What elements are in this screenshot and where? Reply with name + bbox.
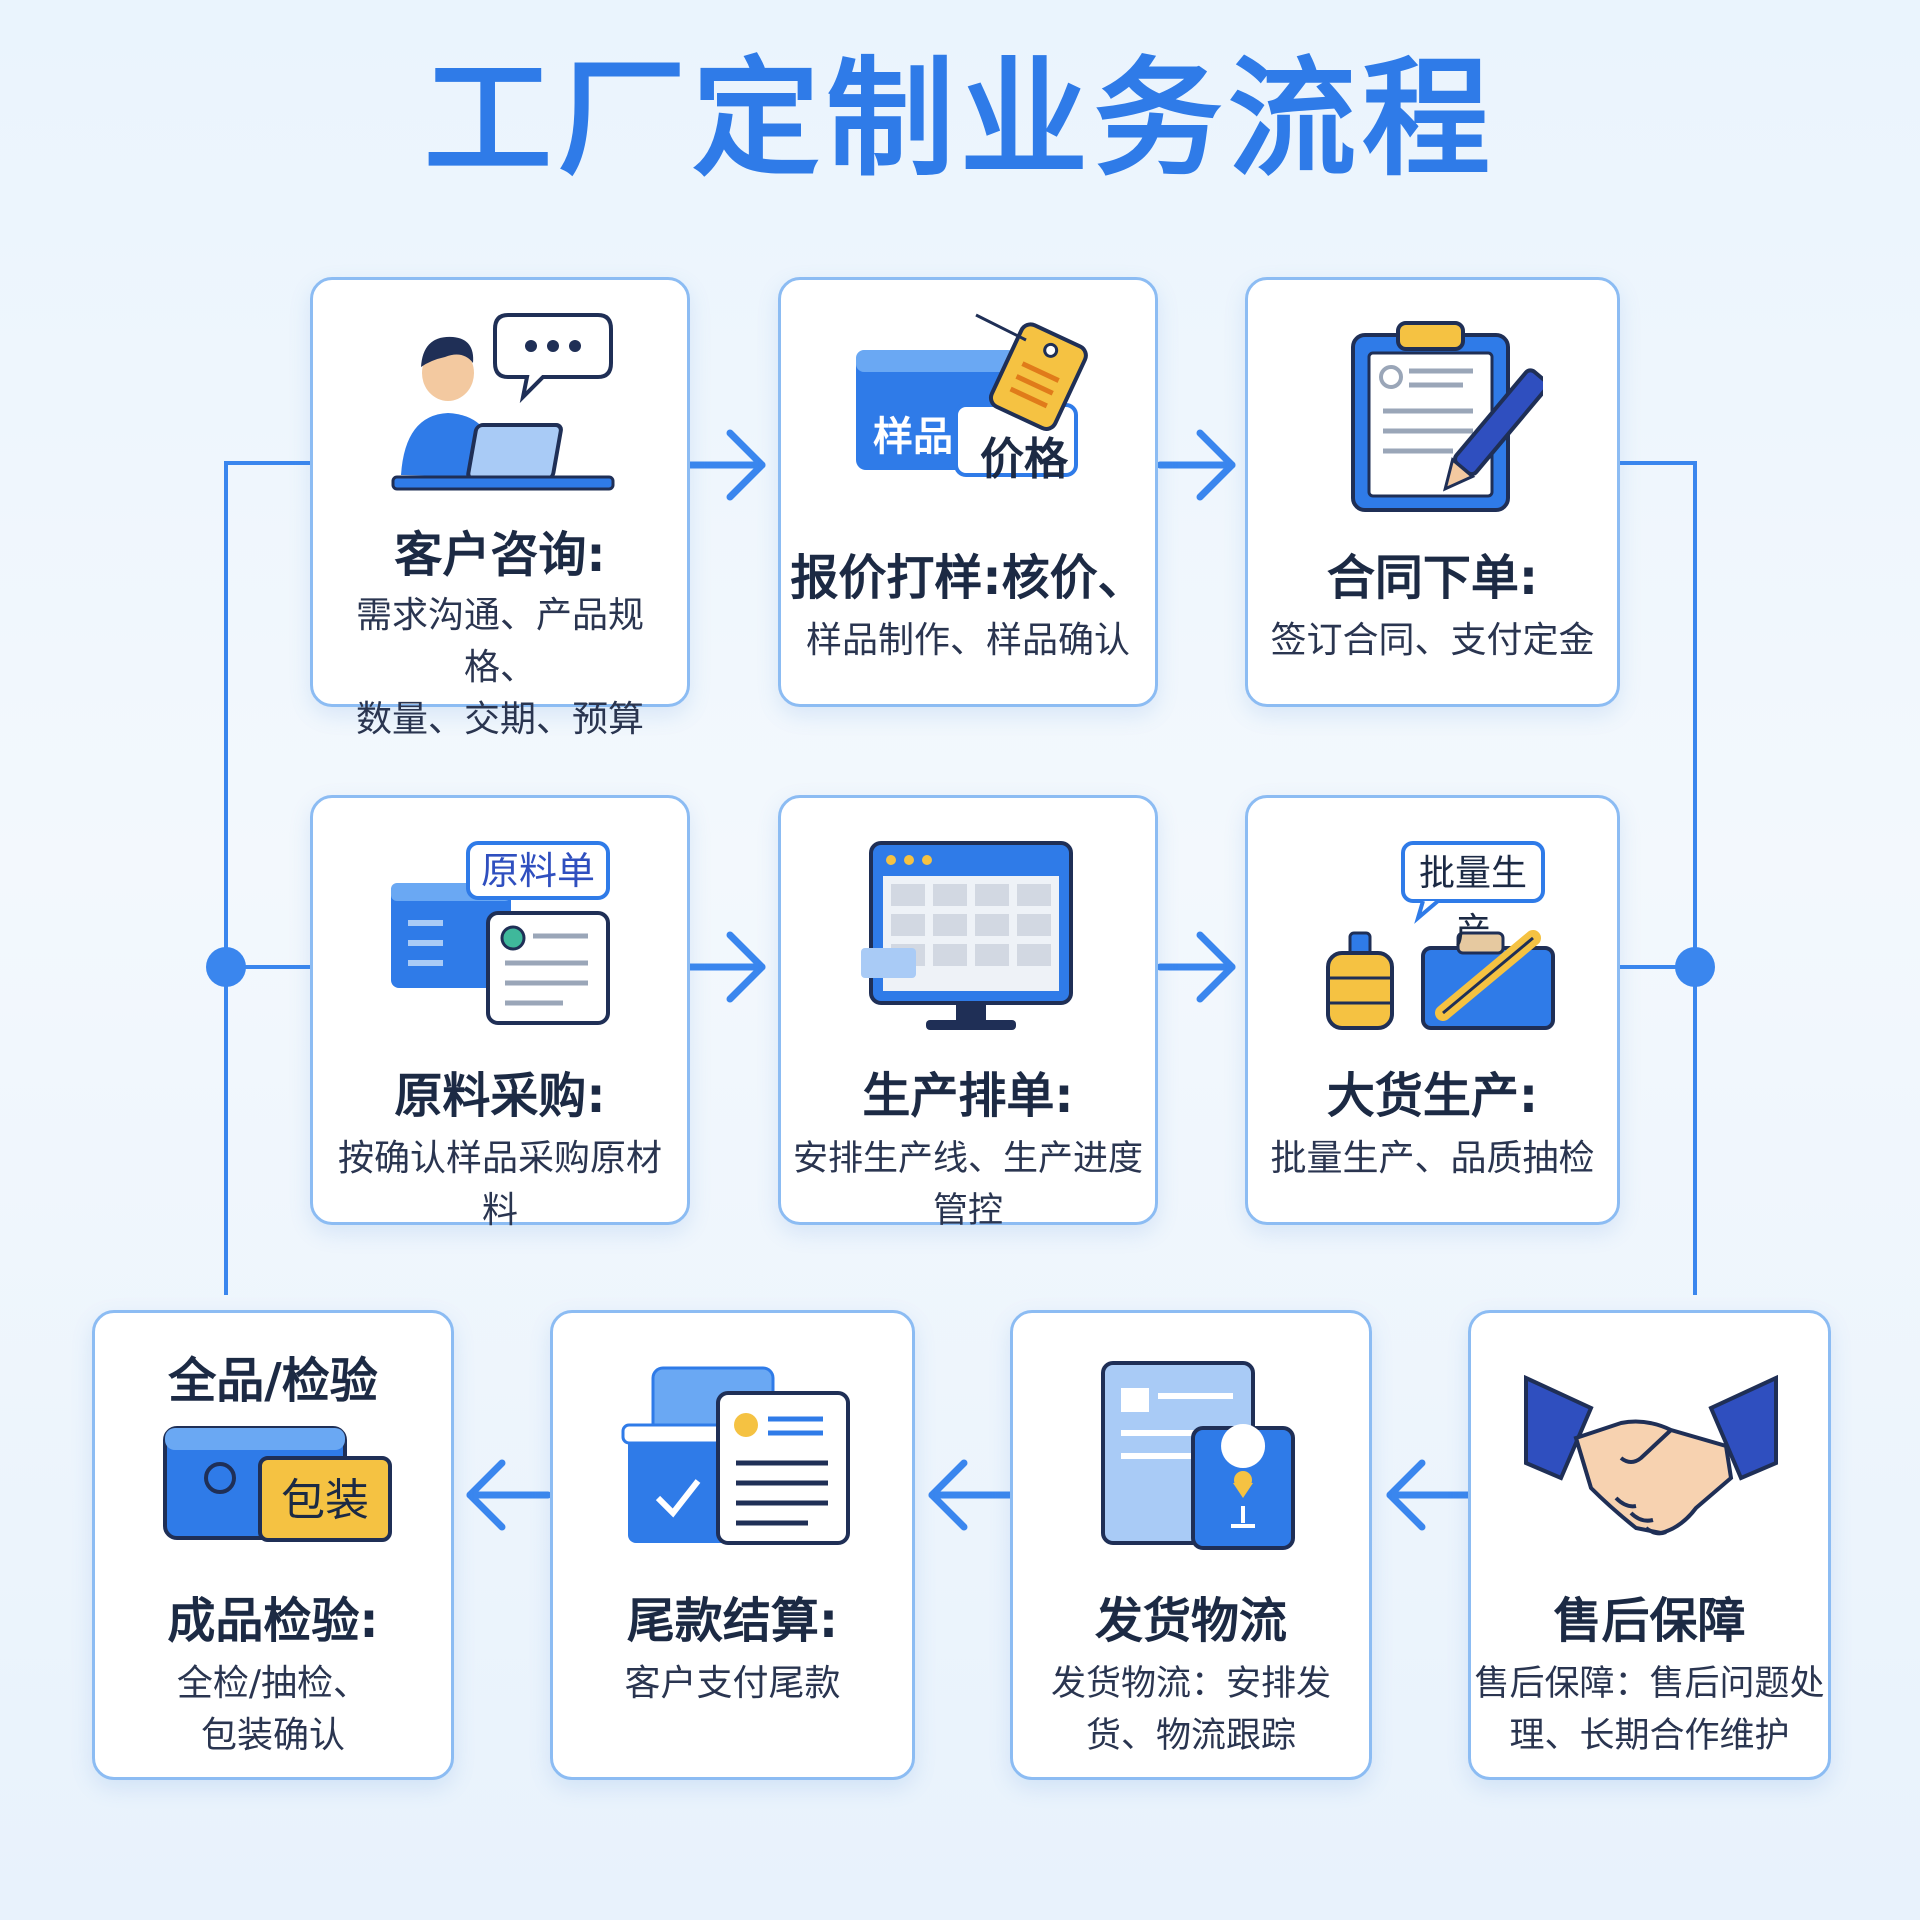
step-desc-line: 货、物流跟踪 (1085, 1716, 1296, 1756)
step-card-mass-production: 批量生产 大货生产: 批量生产、品质抽检 (1245, 795, 1620, 1225)
step-desc-line: 批量生产、品质抽检 (1270, 1138, 1595, 1179)
step-desc-line: 理、长期合作维护 (1509, 1716, 1790, 1756)
shipping-logistics-icon (1101, 1361, 1295, 1550)
step-desc-line: 安排生产线、生产进度管控 (792, 1139, 1143, 1231)
step-card-after-sales: 售后保障 售后保障：售后问题处 理、长期合作维护 (1468, 1310, 1831, 1780)
arrow-right-3 (686, 931, 766, 1003)
step-card-quote-sample: 样品 价格 报价打样:核价、 样品制作、样品确认 (778, 277, 1158, 707)
mass-production-icon (1326, 841, 1555, 1030)
step-card-material-purchase: 原料单 原料采购: 按确认样品采购原材料 (310, 795, 690, 1231)
step-title: 合同下单: (1326, 550, 1539, 606)
step-desc-line: 全检/抽检、 (176, 1663, 370, 1704)
label-sample: 样品 (873, 414, 953, 460)
customer-consulting-icon (391, 313, 615, 491)
arrow-left-3 (466, 1459, 552, 1531)
sample-price-icon (856, 313, 1088, 477)
material-list-icon (391, 841, 610, 1025)
arrow-left-2 (928, 1459, 1014, 1531)
step-desc-line: 数量、交期、预算 (355, 699, 644, 740)
step-title: 尾款结算: (626, 1593, 839, 1649)
payment-document-icon (621, 1366, 850, 1545)
step-title: 大货生产: (1326, 1068, 1539, 1124)
arrow-right-1 (686, 429, 766, 501)
step-desc-line: 签订合同、支付定金 (1270, 620, 1595, 661)
label-packaging: 包装 (281, 1475, 369, 1526)
label-material-list: 原料单 (480, 849, 595, 893)
step-title: 发货物流 (1094, 1593, 1287, 1649)
inspection-packaging-icon (163, 1426, 392, 1542)
handshake-icon (1524, 1374, 1778, 1536)
contract-clipboard-icon (1351, 321, 1543, 512)
step-card-contract-order: 合同下单: 签订合同、支付定金 (1245, 277, 1620, 707)
step-title: 报价打样:核价、 (790, 550, 1146, 606)
step-desc-line: 发货物流：安排发 (1050, 1664, 1331, 1704)
step-title: 成品检验: (167, 1593, 379, 1649)
step-card-inspection: 全品/检验 包装 成品检验: 全检/抽检、 包装确认 (92, 1310, 454, 1780)
step-card-final-payment: 尾款结算: 客户支付尾款 (550, 1310, 915, 1780)
step-card-customer-consulting: 客户咨询: 需求沟通、产品规格、 数量、交期、预算 (310, 277, 690, 740)
page-title: 工厂定制业务流程 (423, 45, 1496, 194)
label-inspection: 全品/检验 (168, 1353, 378, 1409)
step-title: 原料采购: (394, 1068, 606, 1124)
step-desc-line: 需求沟通、产品规格、 (355, 595, 644, 688)
arrow-right-2 (1156, 429, 1236, 501)
schedule-monitor-icon (861, 841, 1073, 1030)
step-card-production-schedule: 生产排单: 安排生产线、生产进度管控 (778, 795, 1158, 1231)
right-bracket-line (1620, 461, 1697, 1295)
step-desc-line: 客户支付尾款 (624, 1663, 841, 1704)
label-price: 价格 (980, 434, 1068, 485)
step-title: 客户咨询: (394, 527, 606, 583)
arrow-right-4 (1156, 931, 1236, 1003)
step-desc-line: 按确认样品采购原材料 (337, 1138, 662, 1231)
step-desc-line: 售后保障：售后问题处 (1474, 1664, 1825, 1704)
left-junction-dot (206, 947, 246, 987)
arrow-left-1 (1386, 1459, 1472, 1531)
right-junction-dot (1675, 947, 1715, 987)
step-desc-line: 样品制作、样品确认 (805, 620, 1130, 661)
step-desc-line: 包装确认 (200, 1715, 345, 1756)
left-bracket-line (224, 461, 310, 1295)
step-card-shipping: 发货物流 发货物流：安排发 货、物流跟踪 (1010, 1310, 1372, 1780)
step-title: 生产排单: (862, 1068, 1074, 1124)
step-title: 售后保障 (1553, 1593, 1746, 1649)
label-mass-production: 批量生产 (1418, 853, 1527, 952)
